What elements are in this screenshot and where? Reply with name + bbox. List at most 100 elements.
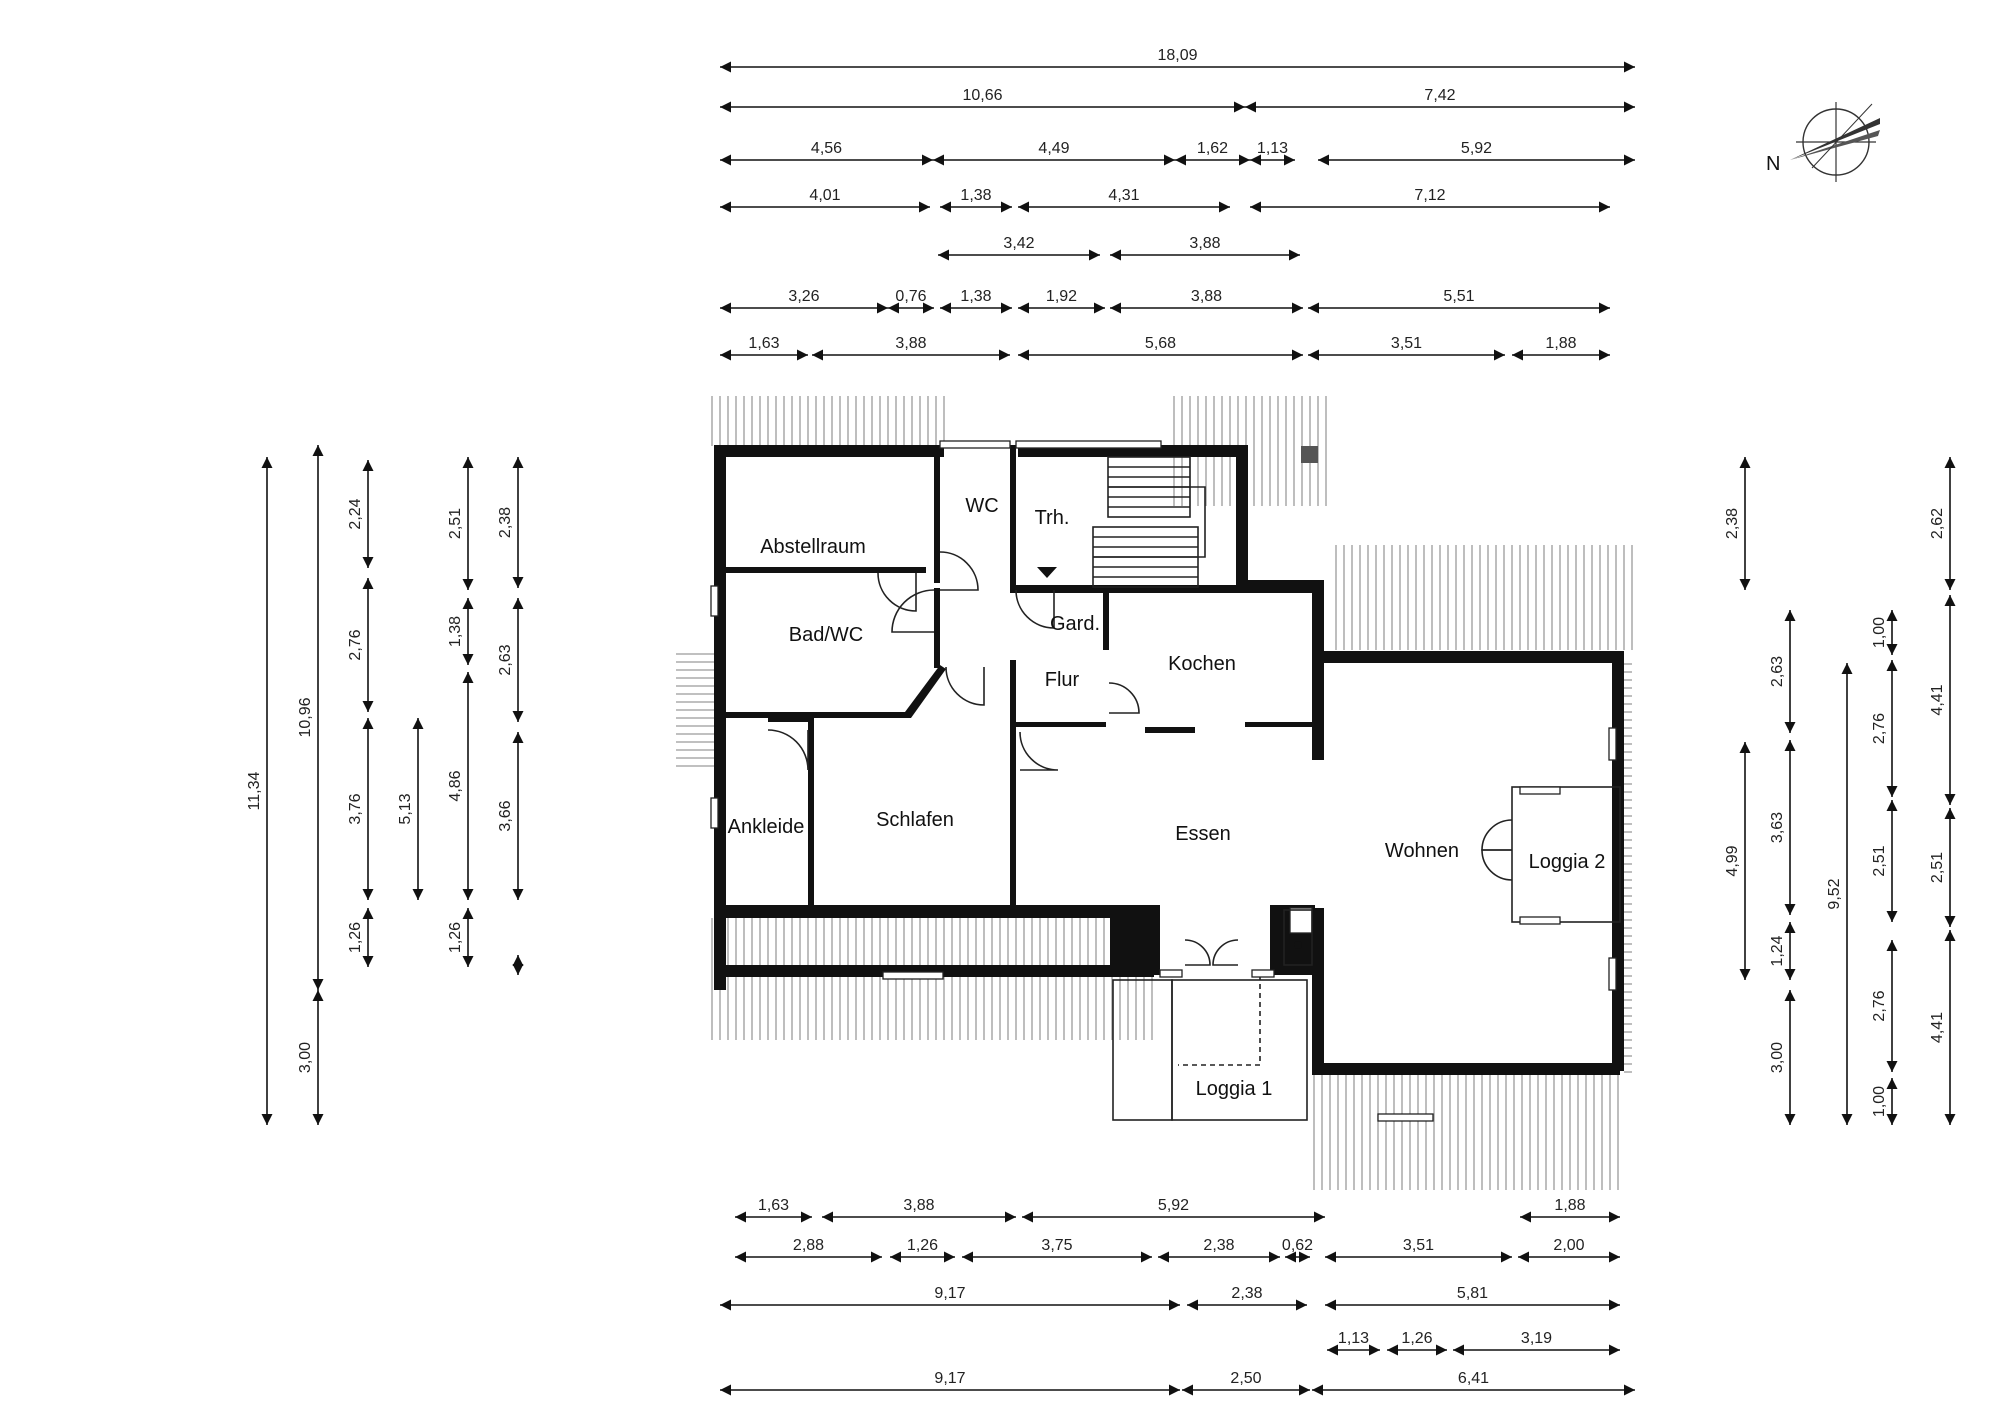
dimension-label: 2,76 [1871, 713, 1888, 744]
dimension-label: 1,92 [1046, 288, 1077, 305]
door-swings [767, 551, 1513, 966]
dimension-label: 2,24 [347, 498, 364, 529]
dimension-label: 1,38 [960, 187, 991, 204]
dimension-label: 3,88 [1191, 288, 1222, 305]
dimension-label: 3,63 [1769, 812, 1786, 843]
dimension-label: 5,92 [1461, 140, 1492, 157]
dimension-label: 1,63 [758, 1197, 789, 1214]
dimension-label: 1,26 [447, 922, 464, 953]
dimension-label: 3,76 [347, 793, 364, 824]
dimension-label: 3,51 [1391, 335, 1422, 352]
dimension-label: 3,26 [788, 288, 819, 305]
dimension-label: 0,76 [895, 288, 926, 305]
wall-east-block-north [1320, 651, 1620, 663]
room-label-gard: Gard. [1050, 613, 1100, 635]
top-dimension-chain-4: 4,01 1,38 4,31 7,12 [720, 187, 1610, 213]
room-label-ankleide: Ankleide [728, 816, 805, 838]
dimension-label: 10,66 [962, 87, 1002, 104]
room-label-abstellraum: Abstellraum [760, 536, 866, 558]
wall-north-west [714, 445, 944, 457]
dimension-label: 11,34 [246, 771, 263, 810]
dimension-label: 3,42 [1003, 235, 1034, 252]
dimension-label: 1,88 [1554, 1197, 1585, 1214]
dimension-label: 2,38 [1724, 508, 1741, 539]
technical-unit [1283, 909, 1313, 966]
wall-wc-west [934, 445, 940, 583]
dimension-label: 1,38 [447, 616, 464, 647]
wall-west [714, 445, 726, 990]
wall-essen-north-c [1245, 722, 1320, 727]
dimension-label: 4,01 [809, 187, 840, 204]
windows [710, 440, 1617, 1122]
left-dimension-chain-4: 5,13 [397, 718, 424, 900]
room-label-trh: Trh. [1035, 507, 1070, 529]
wall-schlafen-west [808, 718, 814, 908]
wall-abstell-south [726, 567, 926, 573]
right-dimension-chain-3: 9,52 [1826, 663, 1853, 1125]
dimension-label: 7,12 [1414, 187, 1445, 204]
left-dimension-chain-1: 11,34 [246, 457, 273, 1125]
wall-south-center [1110, 905, 1160, 975]
wall-schlafen-east [1010, 660, 1016, 912]
dimension-label: 3,51 [1403, 1237, 1434, 1254]
technical-unit-dot [1294, 941, 1302, 949]
dimension-label: 1,63 [748, 335, 779, 352]
dimension-label: 5,92 [1158, 1197, 1189, 1214]
dimension-label: 3,00 [297, 1042, 314, 1073]
dimension-label: 2,38 [497, 507, 514, 538]
dimension-label: 2,51 [1871, 845, 1888, 876]
roof-overhang-6 [1624, 663, 1632, 1073]
room-label-bad: Bad/WC [789, 624, 863, 646]
dimension-label: 3,66 [497, 800, 514, 831]
dimension-label: 1,00 [1871, 617, 1888, 648]
bottom-dimension-chain-5: 9,17 2,50 6,41 [720, 1370, 1635, 1396]
dimension-label: 1,00 [1871, 1086, 1888, 1117]
dimension-label: 9,17 [934, 1370, 965, 1387]
loggia1-dashed-line [1178, 975, 1261, 1066]
dimension-label: 6,41 [1458, 1370, 1489, 1387]
right-dimension-chain-5: 2,624,412,514,41 [1929, 457, 1956, 1125]
dimension-label: 3,88 [895, 335, 926, 352]
roof-overhang-0 [711, 396, 945, 446]
dimension-label: 2,63 [1769, 656, 1786, 687]
dimension-label: 1,13 [1257, 140, 1288, 157]
dimension-label: 4,41 [1929, 1012, 1946, 1043]
compass-north-label: N [1766, 153, 1780, 175]
dimension-label: 1,26 [347, 922, 364, 953]
room-label-wc: WC [965, 495, 998, 517]
dimension-label: 2,50 [1230, 1370, 1261, 1387]
dimension-label: 2,38 [1203, 1237, 1234, 1254]
loggia1-side-block [1112, 979, 1173, 1121]
walls [710, 440, 1624, 1122]
wall-kochen-west [1103, 590, 1109, 650]
wall-south-west [714, 905, 1154, 918]
top-dimension-chain-2: 10,66 7,42 [720, 87, 1635, 113]
top-dimension-chain-1: 18,09 [720, 47, 1635, 73]
dimension-label: 3,00 [1769, 1042, 1786, 1073]
dimension-label: 1,26 [1401, 1330, 1432, 1347]
dimension-label: 1,62 [1197, 140, 1228, 157]
wall-corridor-diagonal [905, 665, 946, 718]
dimension-label: 2,00 [1553, 1237, 1584, 1254]
left-dimension-chain-3: 2,242,763,761,26 [347, 460, 374, 967]
roof-overhang-hatching [676, 396, 1633, 1190]
dimension-label: 7,42 [1424, 87, 1455, 104]
left-dimension-chain-6: 2,382,633,66 [497, 457, 524, 900]
room-labels: Abstellraum WC Trh. Bad/WC Gard. Flur Ko… [728, 495, 1606, 1100]
wall-essen-north-a [1016, 722, 1106, 727]
dimension-label: 1,38 [960, 288, 991, 305]
left-dimension-chain-5: 2,511,384,861,26 [447, 457, 474, 967]
dimension-label: 3,19 [1521, 1330, 1552, 1347]
wall-wohnen-west-upper [1312, 580, 1324, 760]
dimension-label: 2,51 [1929, 852, 1946, 883]
dimension-label: 0,62 [1282, 1237, 1313, 1254]
dimension-label: 2,38 [1231, 1285, 1262, 1302]
dimension-label: 4,99 [1724, 845, 1741, 876]
dimension-label: 4,31 [1108, 187, 1139, 204]
